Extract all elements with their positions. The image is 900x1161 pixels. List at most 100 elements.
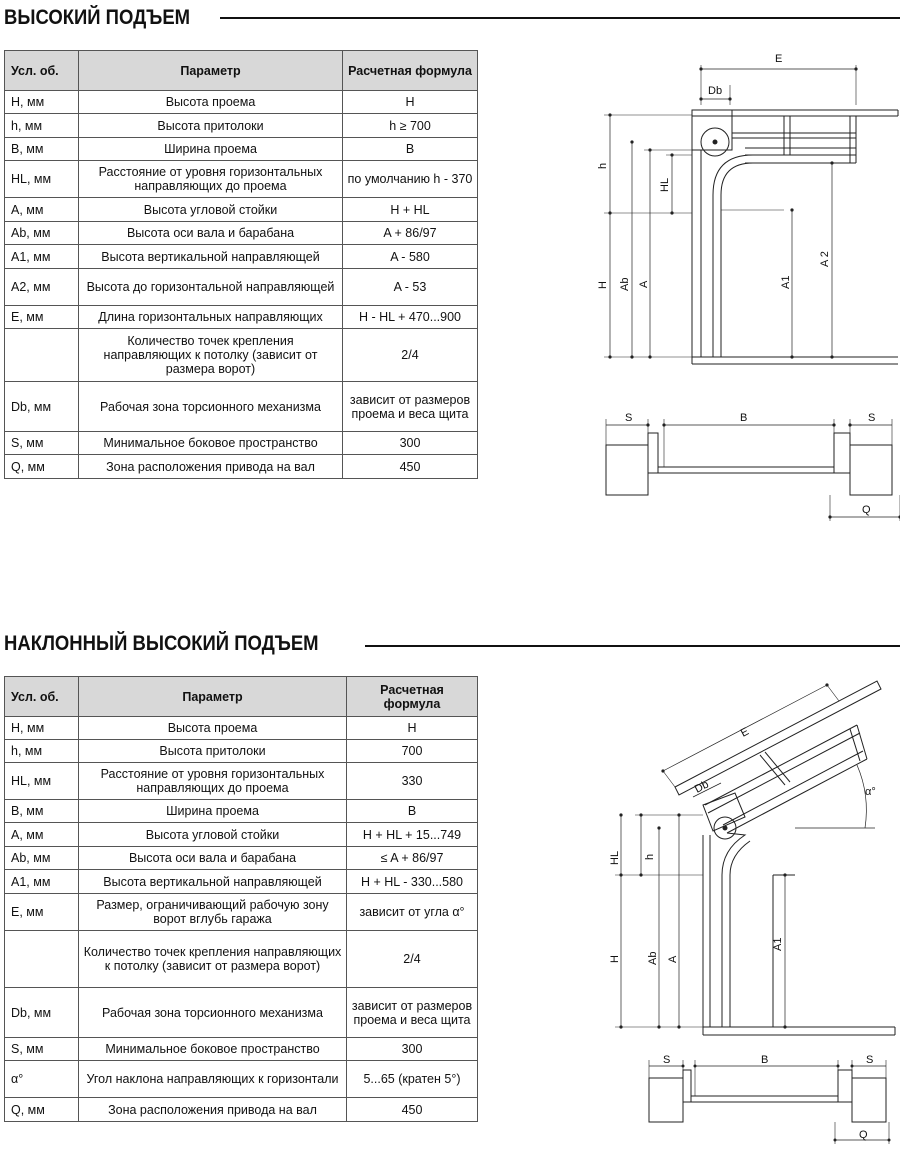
cell-symbol: HL, мм [4,762,79,800]
cell-parameter: Высота притолоки [78,113,343,138]
cell-parameter: Рабочая зона торсионного механизма [78,381,343,432]
cell-parameter: Высота вертикальной направляющей [78,869,347,894]
plan-label-B: B [740,412,747,424]
cell-parameter: Зона расположения привода на вал [78,454,343,479]
cell-formula: B [346,799,478,823]
cell-parameter: Размер, ограничивающий рабочую зону воро… [78,893,347,931]
dim-label-A1: A1 [772,938,784,951]
section1-title: ВЫСОКИЙ ПОДЪЕМ [4,6,191,29]
dim-label-H: H [597,281,609,289]
section2-plan-diagram: S B S Q [648,1054,891,1144]
dim-label-alpha: α° [865,786,876,798]
cell-formula: A + 86/97 [342,221,478,245]
header-parameter: Параметр [78,50,343,91]
dim-label-h: h [597,163,609,169]
section1-plan-diagram: S B S Q [605,412,900,521]
cell-symbol: A, мм [4,822,79,847]
cell-formula: H + HL - 330...580 [346,869,478,894]
cell-symbol: H, мм [4,90,79,114]
cell-formula: 2/4 [346,930,478,988]
cell-symbol [4,930,79,988]
cell-parameter: Длина горизонтальных направляющих [78,305,343,329]
table-row: α°Угол наклона направляющих к горизонтал… [4,1060,478,1098]
dim-label-h: h [644,854,656,860]
dim-label-Db: Db [708,85,722,97]
cell-formula: 5...65 (кратен 5°) [346,1060,478,1098]
cell-formula: ≤ A + 86/97 [346,846,478,870]
header-formula: Расчетная формула [346,676,478,717]
dim-label-A: A [638,280,650,288]
cell-parameter: Количество точек крепления направляющих … [78,328,343,382]
cell-formula: H + HL [342,197,478,222]
cell-formula: 300 [342,431,478,455]
cell-parameter: Расстояние от уровня горизонтальных напр… [78,160,343,198]
cell-parameter: Рабочая зона торсионного механизма [78,987,347,1038]
cell-parameter: Высота оси вала и барабана [78,221,343,245]
header-symbol: Усл. об. [4,50,79,91]
cell-formula: H [346,716,478,740]
plan-label-S-left: S [663,1054,670,1066]
table-header-row: Усл. об. Параметр Расчетная формула [4,50,478,91]
cell-symbol: S, мм [4,431,79,455]
cell-parameter: Высота оси вала и барабана [78,846,347,870]
cell-symbol: Db, мм [4,381,79,432]
cell-symbol: A1, мм [4,244,79,269]
cell-formula: h ≥ 700 [342,113,478,138]
cell-parameter: Минимальное боковое пространство [78,1037,347,1061]
section2-spec-table: Усл. об. Параметр Расчетная формула H, м… [4,676,478,1122]
cell-parameter: Высота вертикальной направляющей [78,244,343,269]
dim-label-Db: Db [693,778,711,795]
cell-parameter: Высота угловой стойки [78,197,343,222]
cell-symbol: A1, мм [4,869,79,894]
table-row: Количество точек крепления направляющих … [4,328,478,382]
cell-symbol: A2, мм [4,268,79,306]
header-formula: Расчетная формула [342,50,478,91]
cell-parameter: Ширина проема [78,799,347,823]
cell-symbol: Db, мм [4,987,79,1038]
cell-formula: A - 580 [342,244,478,269]
dim-label-HL: HL [609,851,621,865]
cell-symbol: h, мм [4,113,79,138]
cell-parameter: Высота угловой стойки [78,822,347,847]
dim-label-E: E [739,726,751,740]
dim-label-Ab: Ab [647,952,659,965]
cell-parameter: Расстояние от уровня горизонтальных напр… [78,762,347,800]
section2-title: НАКЛОННЫЙ ВЫСОКИЙ ПОДЪЕМ [4,632,319,655]
plan-label-B: B [761,1054,768,1066]
plan-label-Q: Q [859,1129,868,1141]
dim-label-A: A [667,955,679,963]
cell-symbol: h, мм [4,739,79,763]
cell-symbol: A, мм [4,197,79,222]
cell-formula: 330 [346,762,478,800]
cell-parameter: Количество точек крепления направляющих … [78,930,347,988]
plan-label-Q: Q [862,504,871,516]
dim-label-HL: HL [659,178,671,192]
cell-symbol: Ab, мм [4,846,79,870]
cell-symbol: H, мм [4,716,79,740]
section1-spec-table: Усл. об. Параметр Расчетная формула H, м… [4,50,478,479]
section2-side-diagram: E Db α° HL h H Ab A A1 [609,680,896,1036]
dim-label-Ab: Ab [619,278,631,291]
section1-rule [220,17,900,19]
cell-parameter: Зона расположения привода на вал [78,1097,347,1122]
table-row: Количество точек крепления направляющих … [4,930,478,988]
dim-label-H: H [609,955,621,963]
cell-parameter: Высота до горизонтальной направляющей [78,268,343,306]
cell-formula: B [342,137,478,161]
cell-symbol: E, мм [4,893,79,931]
